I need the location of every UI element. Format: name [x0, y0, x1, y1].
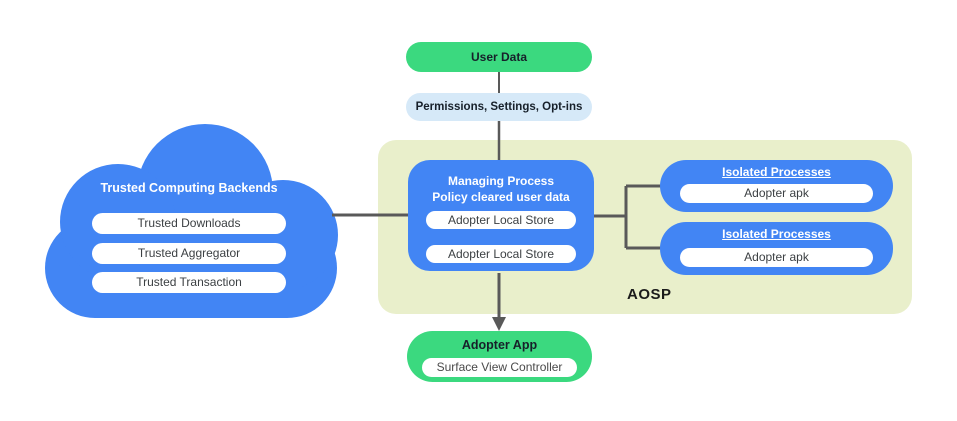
user-data-node: User Data [406, 42, 592, 72]
managing-process-title: Managing Process Policy cleared user dat… [408, 173, 594, 205]
arrow-down-icon [492, 317, 506, 331]
adopter-app-title: Adopter App [461, 338, 538, 352]
isolated-processes-title-1: Isolated Processes [722, 165, 831, 179]
adopter-apk-pill-1: Adopter apk [680, 184, 873, 203]
isolated-processes-title-2: Isolated Processes [722, 227, 831, 241]
managing-process-node: Managing Process Policy cleared user dat… [408, 160, 594, 271]
isolated-process-node-2: Isolated Processes Adopter apk [660, 222, 893, 275]
cloud-title: Trusted Computing Backends [100, 181, 278, 195]
permissions-settings-optins-node: Permissions, Settings, Opt-ins [406, 93, 592, 121]
adopter-app-node: Adopter App Surface View Controller [407, 331, 592, 382]
surface-view-controller-pill: Surface View Controller [422, 358, 577, 377]
isolated-process-node-1: Isolated Processes Adopter apk [660, 160, 893, 212]
managing-process-title-line1: Managing Process [447, 174, 555, 188]
adopter-apk-pill-2: Adopter apk [680, 248, 873, 267]
adopter-local-store-pill-1: Adopter Local Store [426, 211, 576, 229]
cloud-pill-trusted-aggregator: Trusted Aggregator [92, 243, 286, 264]
adopter-local-store-pill-2: Adopter Local Store [426, 245, 576, 263]
aosp-label: AOSP [627, 286, 672, 303]
cloud-pill-trusted-downloads: Trusted Downloads [92, 213, 286, 234]
managing-process-title-line2: Policy cleared user data [432, 190, 570, 204]
cloud-pill-trusted-transaction: Trusted Transaction [92, 272, 286, 293]
